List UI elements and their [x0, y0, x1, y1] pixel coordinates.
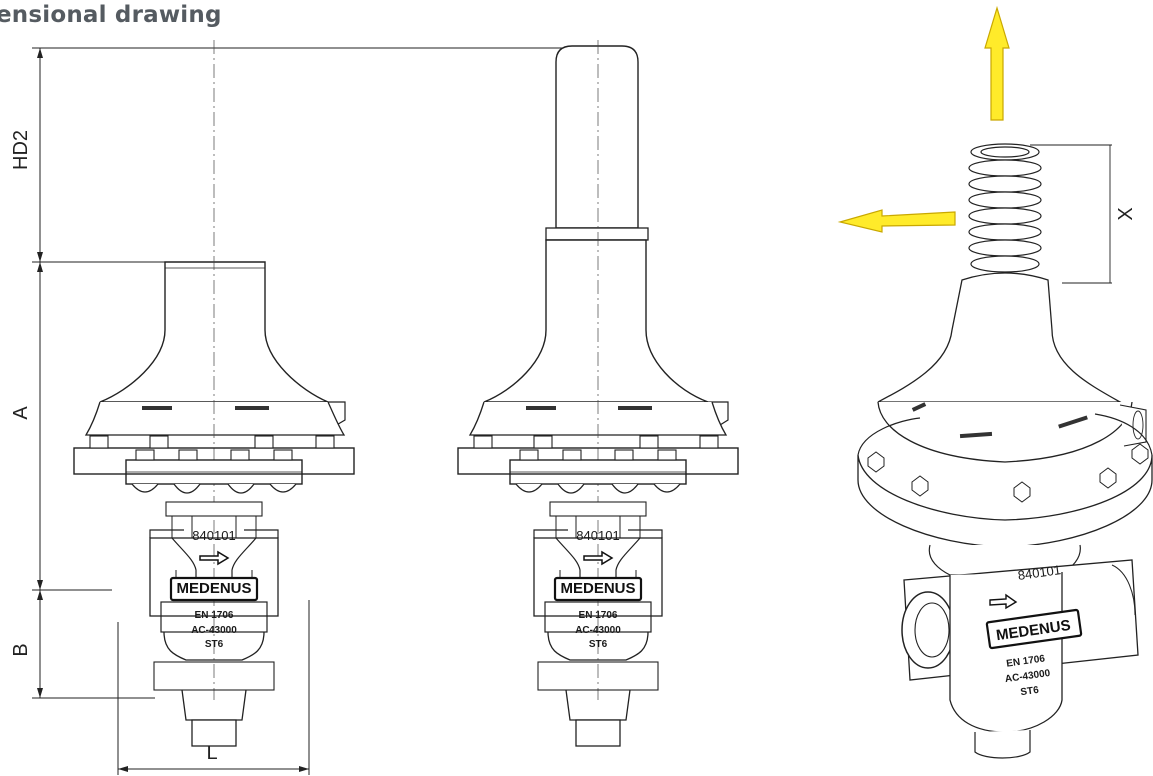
body-part-number: 840101 [576, 528, 619, 543]
adjustment-spring [968, 143, 1042, 273]
regulator-isometric-view: X 840101 MEDENUS EN 17 [857, 143, 1153, 759]
body-code: ST6 [205, 639, 224, 650]
regulator-front-view-standard: 840101 MEDENUS EN 1706 AC-43000 ST6 [73, 40, 355, 748]
body-material: AC-43000 [191, 625, 237, 636]
body-standard: EN 1706 [1006, 653, 1047, 669]
dim-label-b: B [10, 643, 32, 656]
body-standard: EN 1706 [195, 610, 234, 621]
body-part-number: 840101 [1017, 562, 1062, 583]
dim-label-l: L [206, 742, 217, 764]
body-brand: MEDENUS [560, 580, 635, 597]
body-code: ST6 [1020, 685, 1040, 699]
dim-label-a: A [10, 406, 32, 420]
body-code: ST6 [589, 639, 608, 650]
body-brand: MEDENUS [176, 580, 251, 597]
body-material: AC-43000 [575, 625, 621, 636]
body-part-number: 840101 [192, 528, 235, 543]
regulator-front-view-tall-cap: 840101 MEDENUS EN 1706 AC-43000 ST6 [457, 40, 739, 748]
dim-label-hd2: HD2 [10, 130, 32, 170]
arrow-left-icon [837, 209, 956, 233]
dimension-arrowheads [37, 48, 309, 772]
page-title: ensional drawing [0, 2, 222, 28]
arrow-up-icon [984, 5, 1010, 121]
body-standard: EN 1706 [579, 610, 618, 621]
dim-label-x: X [1115, 207, 1137, 220]
